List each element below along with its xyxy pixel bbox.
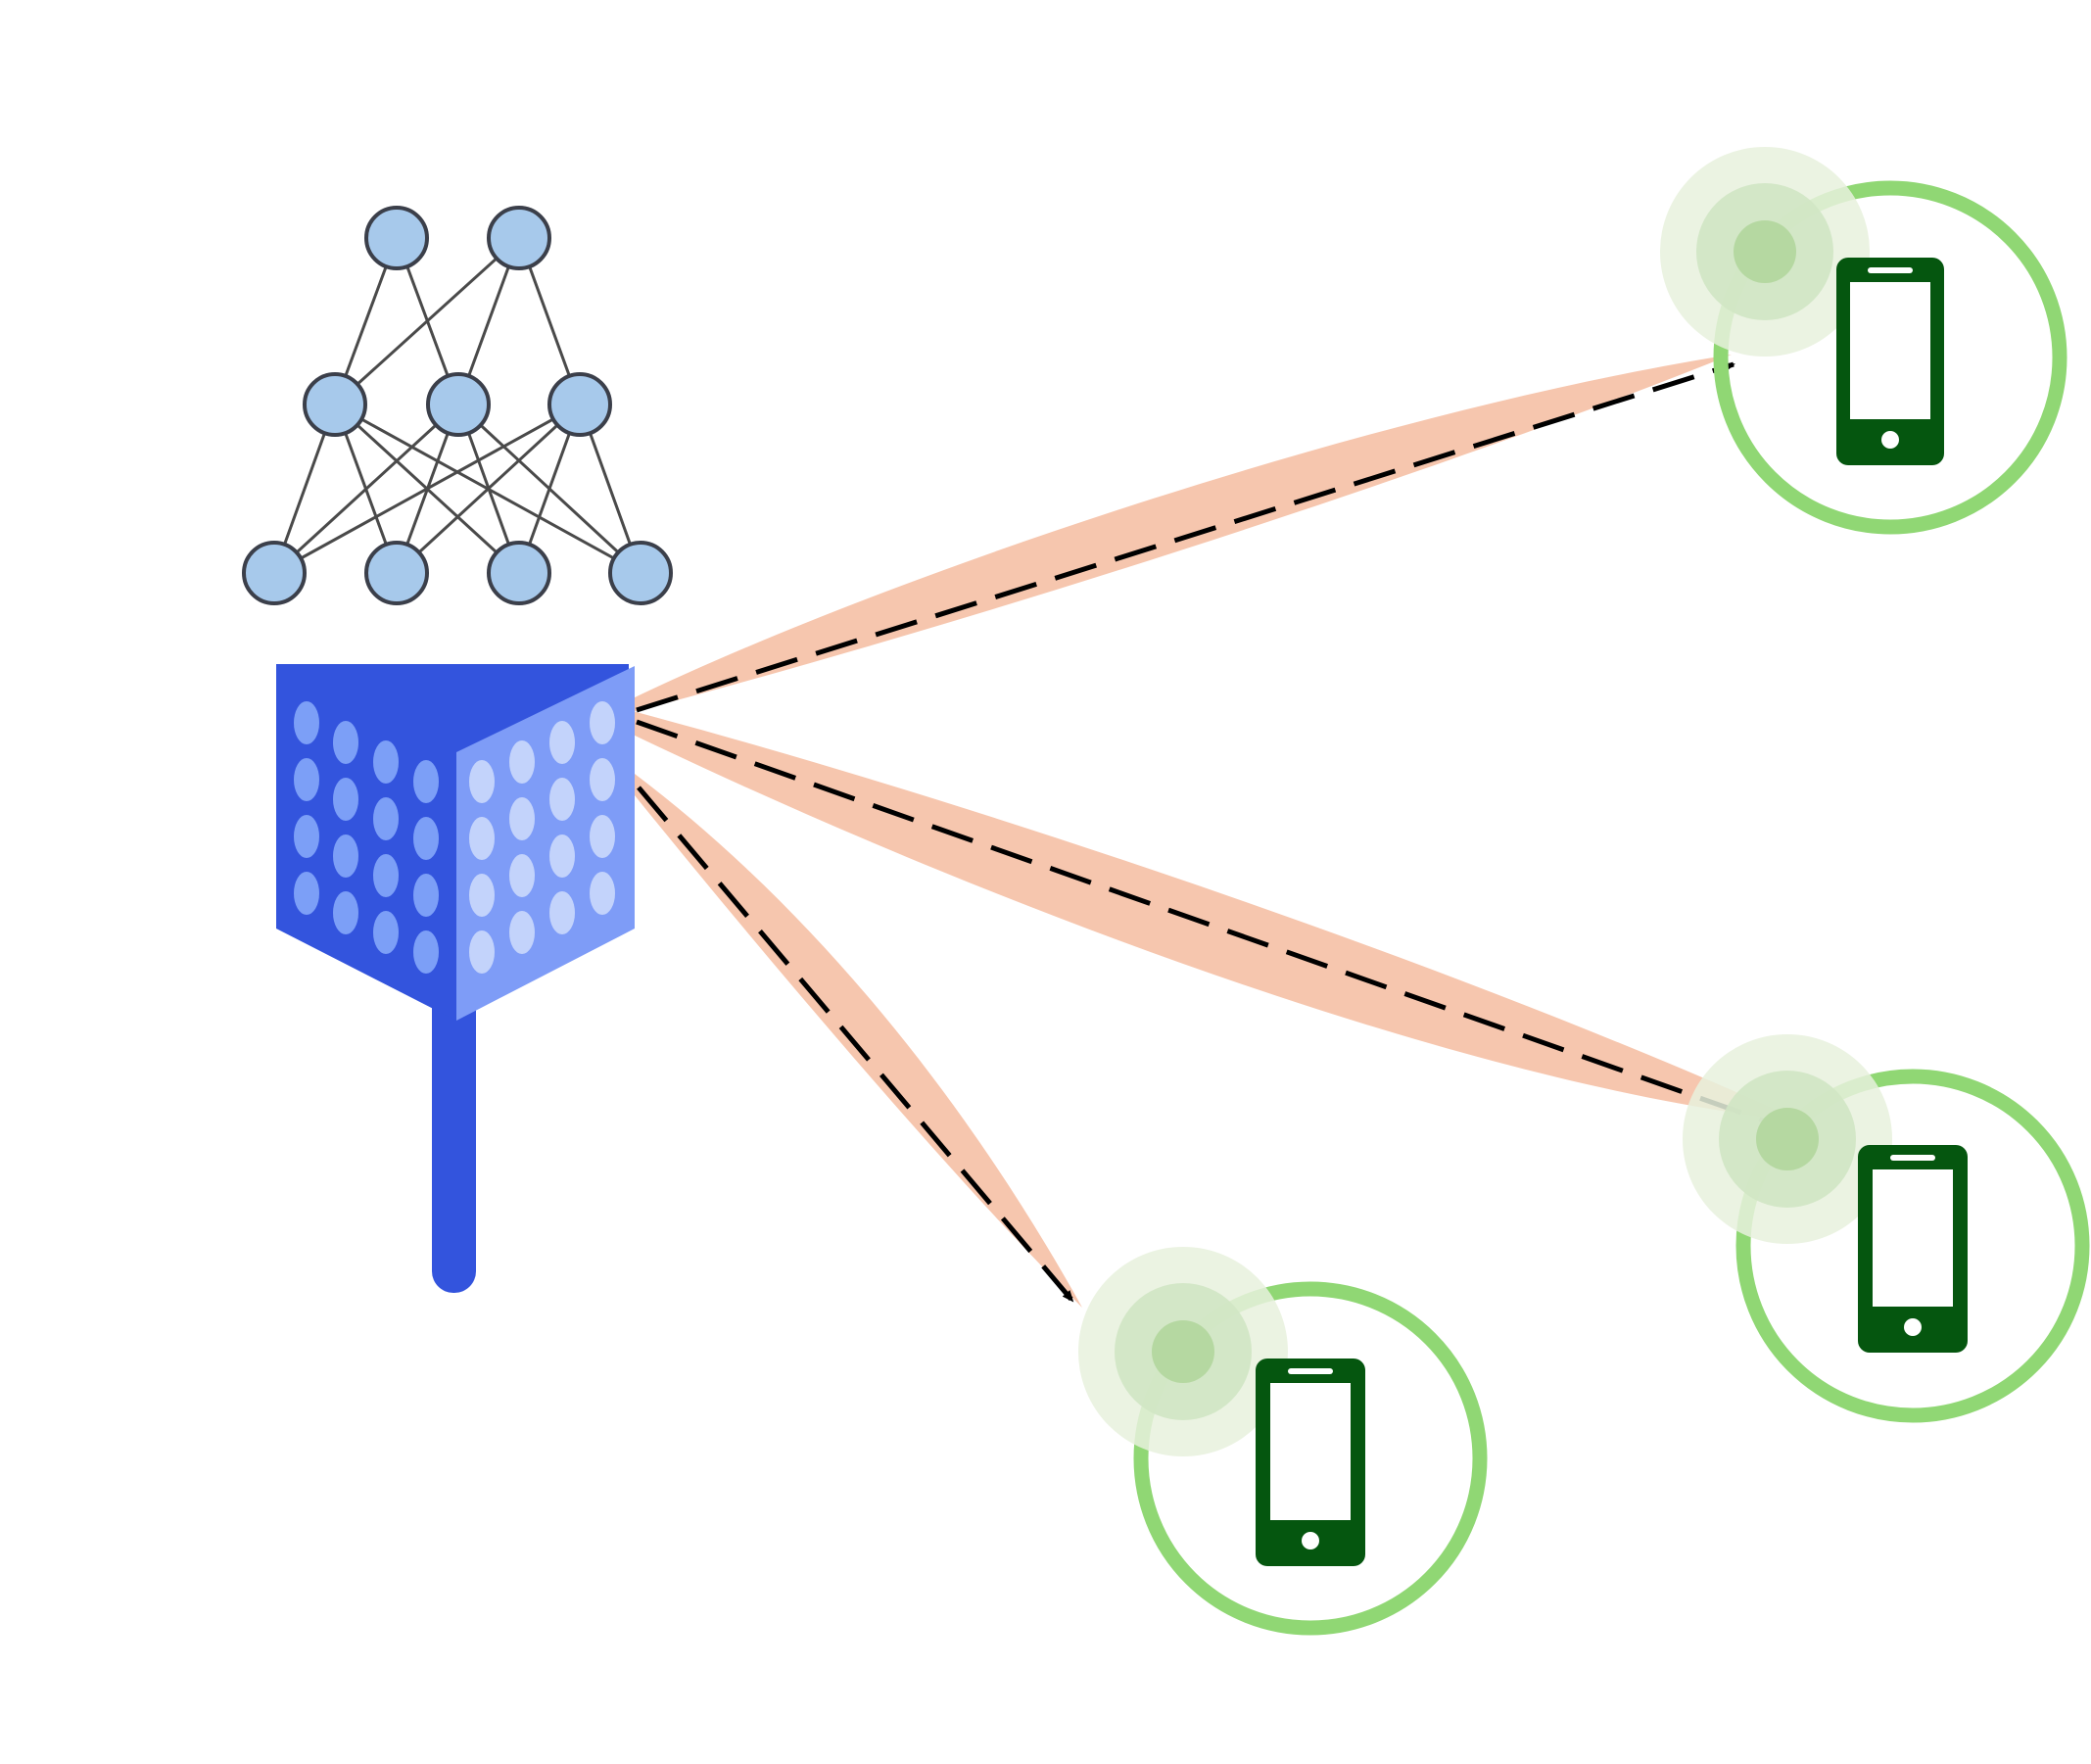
nn-node <box>487 541 551 605</box>
nn-node <box>364 206 429 270</box>
antenna-side-elements <box>469 701 615 974</box>
nn-node <box>242 541 307 605</box>
user-bottom <box>1078 1247 1488 1636</box>
beam-middle <box>629 710 1802 1121</box>
user-ring <box>1713 180 2067 535</box>
antenna-side-face <box>456 666 635 1021</box>
nn-node <box>426 372 491 437</box>
nn-node <box>608 541 673 605</box>
signal-ripple-icon <box>1683 1034 1892 1244</box>
beams <box>629 355 1802 1308</box>
antenna-array-icon <box>276 664 635 1293</box>
arrow-to-top-user <box>636 361 1735 713</box>
antenna-front-elements <box>294 701 439 974</box>
nn-node <box>487 206 551 270</box>
nn-node <box>547 372 612 437</box>
smartphone-icon <box>1858 1145 1968 1353</box>
beam-bottom <box>635 774 1082 1308</box>
signal-ripple-icon <box>1078 1247 1288 1456</box>
antenna-pole <box>432 960 476 1293</box>
nn-node <box>303 372 367 437</box>
arrow-to-middle-user <box>636 719 1804 1137</box>
user-ring <box>1133 1281 1488 1636</box>
smartphone-icon <box>1836 258 1944 465</box>
beam-arrows <box>636 361 1804 1303</box>
smartphone-icon <box>1256 1359 1365 1566</box>
nn-node <box>364 541 429 605</box>
user-ring <box>1735 1069 2090 1423</box>
user-middle-right <box>1683 1034 2090 1423</box>
signal-ripple-icon <box>1660 147 1870 357</box>
user-top-right <box>1660 147 2067 535</box>
neural-network-icon <box>242 206 673 605</box>
arrow-to-bottom-user <box>637 786 1074 1303</box>
